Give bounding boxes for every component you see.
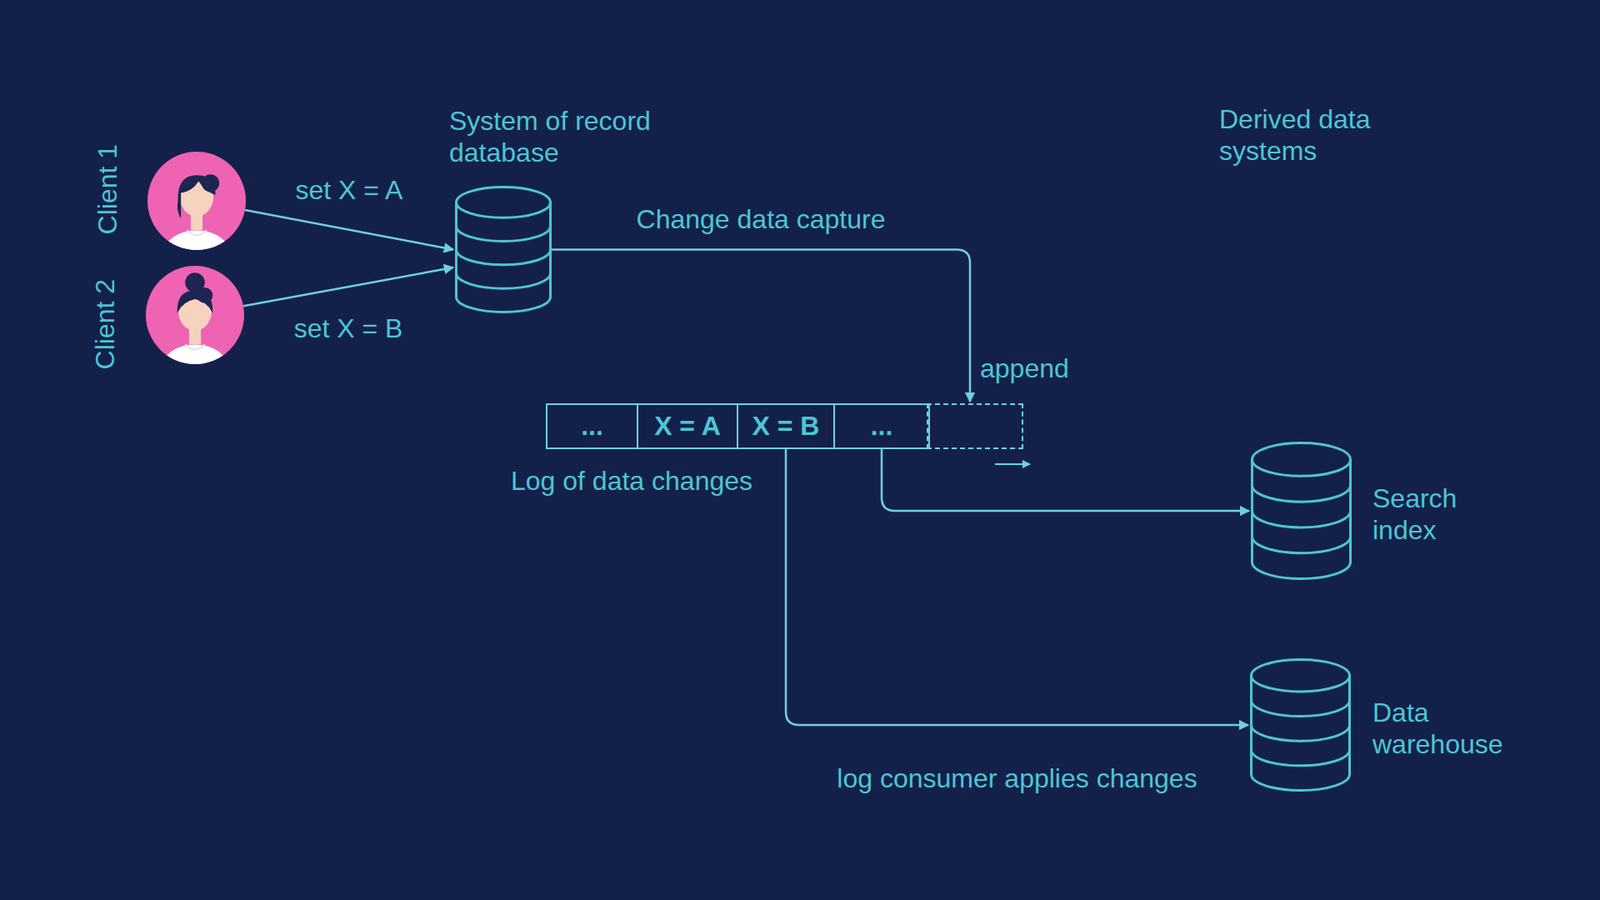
cylinder-band bbox=[456, 273, 551, 289]
cylinder-body bbox=[456, 202, 551, 313]
avatar-figure bbox=[161, 272, 229, 392]
cylinder-band bbox=[1251, 750, 1350, 766]
cylinder-body bbox=[1251, 675, 1350, 791]
avatar-body bbox=[161, 344, 229, 392]
cylinder-band bbox=[1252, 536, 1351, 554]
log-entry-text: X = A bbox=[654, 410, 721, 442]
log-entry-cell: X = B bbox=[736, 403, 835, 450]
cylinder-band bbox=[1252, 510, 1351, 528]
connector-arrow bbox=[551, 250, 970, 403]
connector-arrow bbox=[785, 449, 1249, 725]
log-node: Log of data changes...X = AX = B... bbox=[545, 403, 1024, 450]
cylinder-band bbox=[1251, 725, 1350, 741]
connector-label: set X = A bbox=[291, 174, 406, 206]
node-label: Search index bbox=[1372, 482, 1498, 547]
node-label: Data warehouse bbox=[1372, 696, 1531, 761]
node-label: Client 2 bbox=[89, 279, 121, 370]
database-cylinder bbox=[1250, 441, 1352, 580]
cylinder-band bbox=[456, 250, 551, 265]
client-node: Client 1 bbox=[147, 151, 246, 250]
client-avatar bbox=[147, 151, 246, 250]
connector-label: Change data capture bbox=[633, 202, 890, 235]
database-cylinder bbox=[455, 185, 552, 314]
client-node: Client 2 bbox=[145, 265, 245, 365]
connector-arrow bbox=[243, 267, 454, 306]
log-entry-text: ... bbox=[580, 410, 604, 442]
avatar-collar bbox=[185, 344, 205, 350]
log-entry-text: X = B bbox=[752, 410, 820, 442]
avatar-figure bbox=[163, 174, 230, 278]
cylinder-band bbox=[456, 225, 551, 241]
node-label: System of record database bbox=[449, 105, 700, 170]
connector-arrow bbox=[881, 449, 1250, 511]
log-entry-cell: ... bbox=[833, 403, 930, 450]
log-entry-text: ... bbox=[870, 410, 894, 442]
cylinder-top bbox=[1251, 660, 1350, 692]
database-node: Data warehouse bbox=[1250, 658, 1351, 792]
avatar-hair-side bbox=[196, 287, 213, 304]
cylinder-top bbox=[1252, 443, 1351, 477]
cylinder-top bbox=[456, 187, 551, 219]
avatar-collar bbox=[186, 230, 207, 235]
connector-arrow bbox=[245, 210, 454, 250]
avatar-hair-side bbox=[201, 174, 220, 192]
pending-append-slot bbox=[926, 403, 1024, 450]
database-node: Search index bbox=[1250, 441, 1352, 580]
cylinder-body bbox=[1252, 459, 1351, 579]
node-label: Log of data changes bbox=[510, 465, 786, 497]
connector-label: set X = B bbox=[290, 312, 407, 345]
avatar-background bbox=[147, 151, 246, 250]
log-entry-cell: X = A bbox=[636, 403, 739, 450]
connector-label: log consumer applies changes bbox=[833, 762, 1200, 795]
cylinder-band bbox=[1252, 485, 1351, 502]
log-entry-cell: ... bbox=[545, 403, 639, 450]
append-direction-arrow bbox=[995, 463, 1030, 465]
client-avatar bbox=[145, 265, 245, 365]
free-label: append bbox=[980, 352, 1147, 385]
database-cylinder bbox=[1250, 658, 1351, 792]
database-node: System of record database bbox=[455, 185, 552, 314]
avatar-background bbox=[145, 265, 245, 365]
cylinder-band bbox=[1251, 700, 1350, 716]
node-label: Client 1 bbox=[91, 144, 124, 235]
free-label: Derived data systems bbox=[1219, 103, 1420, 168]
